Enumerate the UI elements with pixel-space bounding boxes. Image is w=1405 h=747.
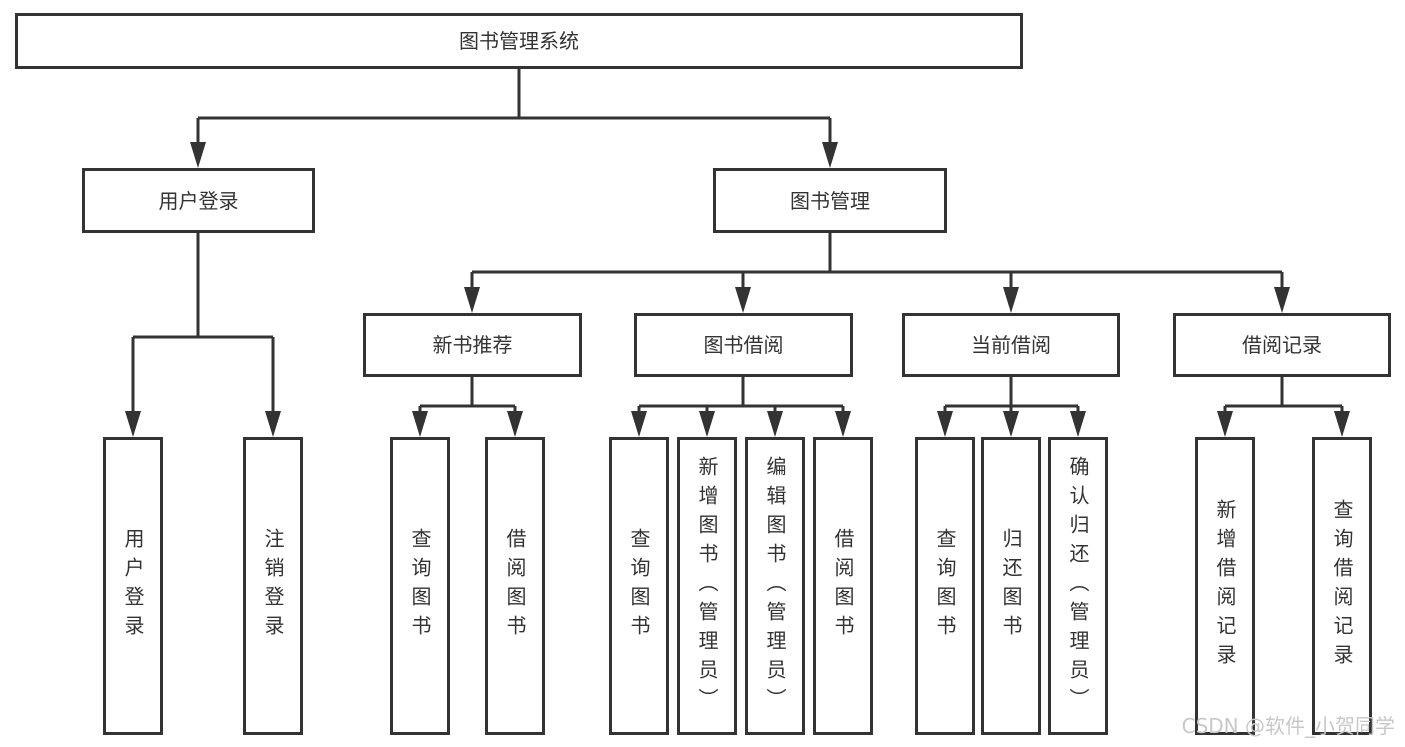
node-borrow-borrow-books: 借阅图书	[813, 437, 873, 735]
node-label: 图书管理	[790, 188, 870, 213]
node-label: 编辑图书（管理员）	[763, 455, 787, 717]
node-recommend-borrow-books: 借阅图书	[485, 437, 545, 735]
node-borrow-edit-books: 编辑图书（管理员）	[745, 437, 805, 735]
arrow-down-icon	[412, 411, 428, 437]
node-current-confirm-return: 确认归还（管理员）	[1048, 437, 1108, 735]
arrow-down-icon	[937, 411, 953, 437]
node-label: 确认归还（管理员）	[1066, 455, 1090, 717]
arrow-down-icon	[1003, 411, 1019, 437]
arrow-down-icon	[822, 142, 838, 168]
node-records-query: 查询借阅记录	[1312, 437, 1372, 735]
node-user-login-action: 用户登录	[103, 437, 163, 735]
node-label: 新书推荐	[432, 333, 513, 357]
node-label: 新增借阅记录	[1213, 499, 1237, 673]
node-label: 注销登录	[261, 528, 285, 644]
arrow-down-icon	[507, 411, 523, 437]
node-logout-action: 注销登录	[243, 437, 303, 735]
arrow-down-icon	[735, 287, 751, 313]
node-borrow-query-books: 查询图书	[609, 437, 669, 735]
arrow-down-icon	[1274, 287, 1290, 313]
node-label: 归还图书	[999, 528, 1023, 644]
arrow-down-icon	[190, 142, 206, 168]
node-label: 借阅图书	[503, 528, 527, 644]
node-current-query-books: 查询图书	[915, 437, 975, 735]
node-label: 图书管理系统	[459, 29, 579, 53]
node-records-add: 新增借阅记录	[1195, 437, 1255, 735]
arrow-down-icon	[125, 411, 141, 437]
watermark: CSDN @软件_小贺同学	[1181, 714, 1395, 738]
node-label: 图书借阅	[703, 333, 784, 357]
node-current-borrow: 当前借阅	[902, 313, 1120, 377]
arrow-down-icon	[1217, 411, 1233, 437]
node-label: 查询图书	[408, 528, 432, 644]
arrow-down-icon	[767, 411, 783, 437]
arrow-down-icon	[464, 287, 480, 313]
arrow-down-icon	[699, 411, 715, 437]
node-library-system: 图书管理系统	[15, 13, 1023, 69]
arrow-down-icon	[1070, 411, 1086, 437]
node-label: 借阅图书	[831, 528, 855, 644]
node-recommend-query-books: 查询图书	[390, 437, 450, 735]
node-label: 新增图书（管理员）	[695, 455, 719, 717]
node-book-management: 图书管理	[713, 168, 947, 233]
node-label: 当前借阅	[971, 333, 1051, 357]
node-borrow-add-books: 新增图书（管理员）	[677, 437, 737, 735]
arrow-down-icon	[835, 411, 851, 437]
node-label: 借阅记录	[1242, 333, 1322, 357]
node-book-borrow: 图书借阅	[634, 313, 853, 377]
node-label: 查询图书	[627, 528, 651, 644]
arrow-down-icon	[631, 411, 647, 437]
node-user-login: 用户登录	[82, 168, 315, 233]
arrow-down-icon	[1334, 411, 1350, 437]
node-new-book-recommend: 新书推荐	[363, 313, 582, 377]
node-label: 用户登录	[121, 528, 145, 644]
node-borrow-records: 借阅记录	[1173, 313, 1391, 377]
node-label: 用户登录	[158, 188, 239, 213]
node-label: 查询借阅记录	[1330, 499, 1354, 673]
arrow-down-icon	[1003, 287, 1019, 313]
arrow-down-icon	[265, 411, 281, 437]
node-label: 查询图书	[933, 528, 957, 644]
node-current-return-books: 归还图书	[981, 437, 1041, 735]
